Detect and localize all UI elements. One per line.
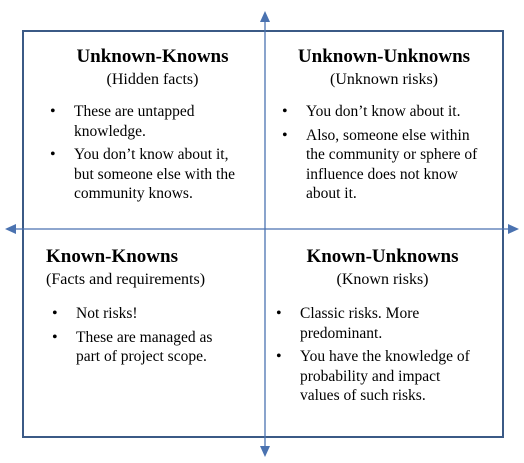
quadrant-title: Known-Knowns: [46, 246, 178, 267]
quadrant-unknown-knowns: Unknown-Knowns (Hidden facts) These are …: [30, 46, 255, 208]
quadrant-subtitle: (Known risks): [336, 271, 429, 288]
arrow-up-icon: [260, 11, 270, 22]
quadrant-unknown-unknowns: Unknown-Unknowns (Unknown risks) You don…: [273, 46, 495, 208]
quadrant-known-unknowns: Known-Unknowns (Known risks) Classic ris…: [270, 246, 495, 410]
arrow-right-icon: [508, 224, 519, 234]
bullet-item: You have the knowledge of probability an…: [270, 347, 482, 406]
quadrant-subtitle: (Hidden facts): [106, 71, 199, 88]
bullet-list: Classic risks. More predominant. You hav…: [270, 304, 482, 406]
bullet-list: You don’t know about it. Also, someone e…: [273, 102, 484, 204]
quadrant-subtitle: (Unknown risks): [330, 71, 438, 88]
bullet-item: Classic risks. More predominant.: [270, 304, 482, 343]
arrow-down-icon: [260, 446, 270, 457]
quadrant-title: Unknown-Unknowns: [297, 46, 471, 67]
bullet-item: You don’t know about it.: [276, 102, 484, 122]
quadrant-known-knowns: Known-Knowns (Facts and requirements) No…: [46, 246, 256, 371]
bullet-item: Not risks!: [46, 304, 226, 324]
quadrant-title: Known-Unknowns: [306, 246, 459, 267]
bullet-list: Not risks! These are managed as part of …: [46, 304, 226, 367]
quadrant-subtitle: (Facts and requirements): [46, 271, 206, 288]
bullet-list: These are untapped knowledge. You don’t …: [30, 102, 244, 204]
bullet-item: Also, someone else within the community …: [276, 126, 484, 204]
quadrant-title: Unknown-Knowns: [76, 46, 229, 67]
bullet-item: You don’t know about it, but someone els…: [44, 145, 244, 204]
bullet-item: These are managed as part of project sco…: [46, 328, 226, 367]
bullet-item: These are untapped knowledge.: [44, 102, 244, 141]
matrix-frame: [22, 30, 504, 438]
arrow-left-icon: [5, 224, 16, 234]
